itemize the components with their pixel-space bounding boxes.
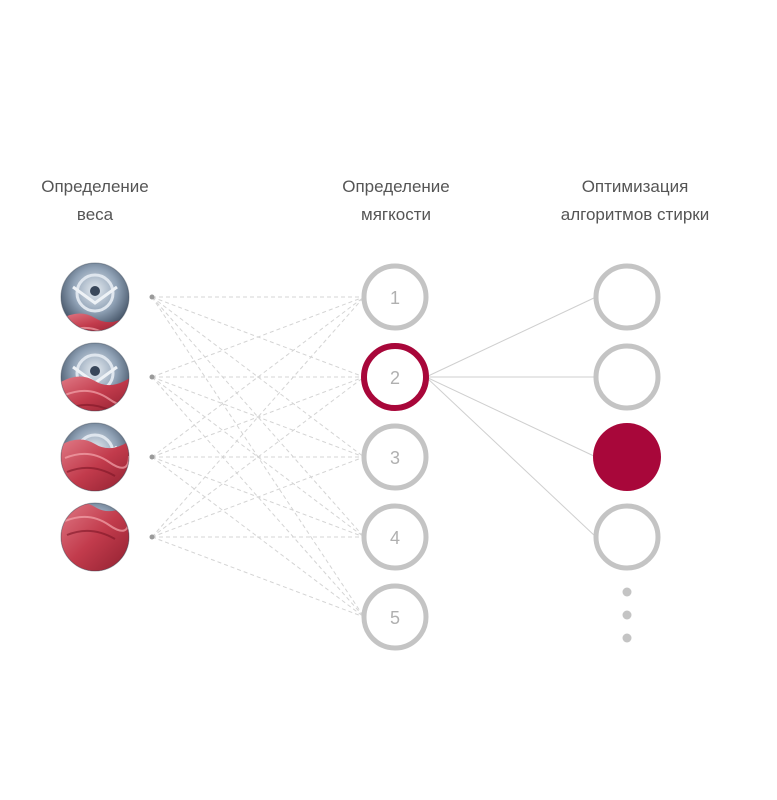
output-connection-line <box>425 376 597 458</box>
softness-title-line2: мягкости <box>361 205 431 224</box>
input-connection-line <box>151 456 365 538</box>
algorithm-output-empty <box>593 263 661 331</box>
softness-node-label: 3 <box>390 448 400 468</box>
softness-levels: 1 2 3 4 5 <box>361 263 429 651</box>
input-connection-line <box>151 296 365 538</box>
algorithm-output-empty <box>593 503 661 571</box>
softness-node-label: 2 <box>390 368 400 388</box>
softness-node-label: 1 <box>390 288 400 308</box>
connector-dot <box>149 294 155 300</box>
input-connection-line <box>151 296 365 378</box>
input-connection-line <box>151 296 365 538</box>
input-connection-line <box>151 296 365 458</box>
input-connection-line <box>151 376 365 458</box>
input-connection-line <box>151 376 365 538</box>
input-connection-line <box>151 456 365 618</box>
softness-node-2: 2 <box>361 343 429 411</box>
ellipsis-dot <box>622 610 632 620</box>
input-connection-line <box>151 376 365 538</box>
output-connections <box>425 296 597 538</box>
output-connection-line <box>425 296 597 378</box>
ellipsis-dot <box>622 633 632 643</box>
optimization-title-line1: Оптимизация <box>581 177 689 196</box>
connector-dot <box>149 374 155 380</box>
output-connection-line <box>425 376 597 538</box>
algorithm-output-empty <box>593 343 661 411</box>
weight-input-load-medium <box>60 342 155 412</box>
softness-node-label: 5 <box>390 608 400 628</box>
softness-column-title: Определение мягкости <box>316 173 476 229</box>
weight-title-line1: Определение <box>41 177 149 196</box>
optimization-column-title: Оптимизация алгоритмов стирки <box>530 173 740 229</box>
softness-node-4: 4 <box>361 503 429 571</box>
weight-column-title: Определение веса <box>15 173 175 229</box>
algorithm-output-selected <box>593 423 661 491</box>
input-connections <box>151 296 365 618</box>
algorithm-outputs <box>593 263 661 571</box>
softness-node-5: 5 <box>361 583 429 651</box>
softness-title-line1: Определение <box>342 177 450 196</box>
input-connection-line <box>151 376 365 618</box>
more-outputs-indicator <box>622 587 632 643</box>
weight-input-load-light <box>60 262 155 332</box>
input-connection-line <box>151 536 365 618</box>
connector-dot <box>149 454 155 460</box>
softness-node-label: 4 <box>390 528 400 548</box>
weight-inputs <box>60 262 155 572</box>
ellipsis-dot <box>622 587 632 597</box>
input-connection-line <box>151 296 365 458</box>
weight-title-line2: веса <box>76 205 114 224</box>
weight-input-load-heavy <box>60 422 155 492</box>
weight-input-load-full <box>60 502 155 572</box>
optimization-title-line2: алгоритмов стирки <box>560 205 710 224</box>
connector-dot <box>149 534 155 540</box>
softness-node-3: 3 <box>361 423 429 491</box>
softness-node-1: 1 <box>361 263 429 331</box>
